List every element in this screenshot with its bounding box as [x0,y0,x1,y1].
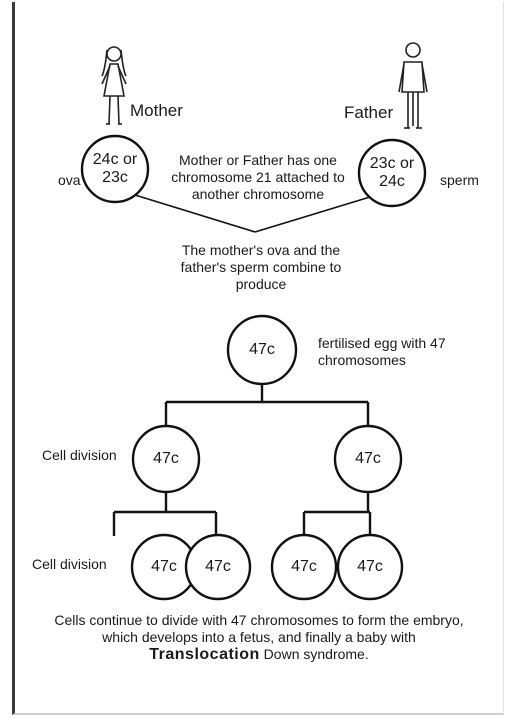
caption: Cells continue to divide with 47 chromos… [26,612,492,663]
gen3-c-label: 47c [291,558,317,575]
gen3-b-circle [184,533,252,601]
father-cell-label: 23c or 24c [369,155,415,190]
father-label: Father [344,103,394,122]
gen3-a-label: 47c [151,558,177,575]
cell-division-label-1: Cell division [42,447,117,463]
gen2-right-label: 47c [355,450,381,467]
diagram-frame [12,2,504,715]
gen3-d-label: 47c [357,558,383,575]
gen3-b-label: 47c [205,558,231,575]
caption-line-2: which develops into a fetus, and finally… [102,629,416,645]
combine-note: The mother's ova and the father's sperm … [180,242,342,292]
egg-note: fertilised egg with 47 chromosomes [318,335,446,368]
caption-line-3: Translocation Down syndrome. [26,646,492,663]
man-figure-icon [398,42,428,129]
sperm-label: sperm [440,172,479,188]
mother-cell-label: 24c or 23c [92,151,138,186]
gen2-left-label: 47c [153,450,179,467]
caption-line-1: Cells continue to divide with 47 chromos… [54,612,464,628]
ova-label: ova [58,172,81,188]
cell-division-label-2: Cell division [32,556,107,572]
caption-translocation: Translocation [149,646,260,663]
mother-label: Mother [130,101,183,120]
father-cell-circle [357,138,427,208]
attachment-note: Mother or Father has one chromosome 21 a… [171,152,345,202]
gen3-c-circle [270,533,338,601]
mother-cell-circle [80,134,150,204]
woman-figure-icon [101,46,127,125]
caption-down-syndrome: Down syndrome. [259,646,369,662]
egg-cell-label: 47c [249,341,275,358]
gen3-d-circle [336,533,404,601]
